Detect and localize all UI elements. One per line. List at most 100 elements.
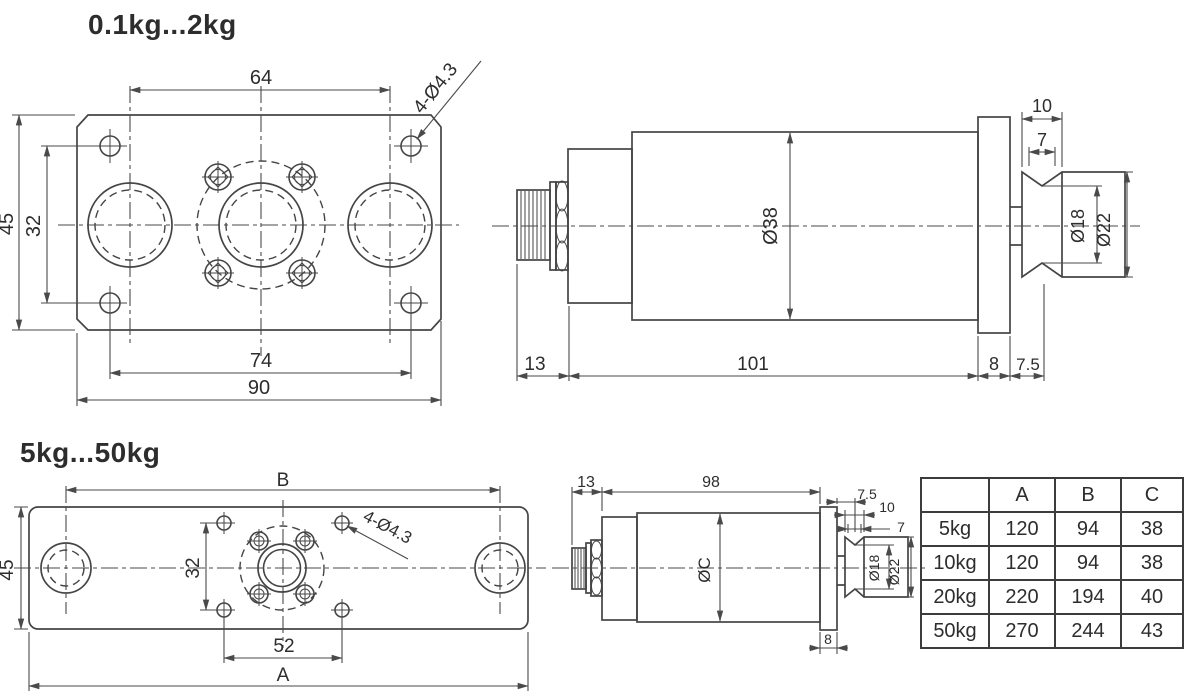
corner-holes xyxy=(93,129,428,320)
corner-holes xyxy=(213,512,353,621)
dim-32: 32 xyxy=(23,215,45,237)
dimension-lines xyxy=(20,489,528,687)
dim-90: 90 xyxy=(248,377,270,399)
value-A: 120 xyxy=(988,511,1056,547)
extension-lines xyxy=(12,114,442,406)
dimension-lines xyxy=(517,118,1128,377)
range-title-small: 0.1kg...2kg xyxy=(88,9,237,40)
value-B: 244 xyxy=(1054,613,1122,649)
left-hole-dashed xyxy=(47,549,85,587)
dimension-arrows xyxy=(516,115,1131,380)
table-row: 10kg 120 94 38 xyxy=(920,545,1184,581)
dim-45: 45 xyxy=(0,559,18,580)
center-hole xyxy=(218,182,304,268)
dim-hole-callout: 4-Ø4.3 xyxy=(360,507,415,548)
dimension-arrows xyxy=(15,60,482,404)
header-blank xyxy=(920,477,990,513)
header-C: C xyxy=(1120,477,1184,513)
dim-d22: Ø22 xyxy=(886,559,902,586)
dim-7: 7 xyxy=(897,519,905,535)
dim-d22: Ø22 xyxy=(1094,213,1114,247)
dimension-arrows xyxy=(17,486,529,690)
value-A: 270 xyxy=(988,613,1056,649)
table-header-row: A B C xyxy=(920,477,1184,513)
dim-52: 52 xyxy=(273,636,294,657)
dim-7p5: 7.5 xyxy=(857,486,877,502)
flange xyxy=(819,506,838,631)
dim-32: 32 xyxy=(183,557,204,578)
view2-front-plate: 5kg...50kg xyxy=(0,437,546,691)
hole-callout-leader xyxy=(346,525,409,560)
row-label: 10kg xyxy=(920,545,990,581)
header-B: B xyxy=(1054,477,1122,513)
dim-d18: Ø18 xyxy=(866,555,882,582)
dim-13: 13 xyxy=(524,354,545,375)
view1-side: 10 7 Ø38 Ø18 Ø22 13 101 8 7.5 xyxy=(492,96,1140,381)
right-hole-dashed xyxy=(354,189,426,261)
value-B: 194 xyxy=(1054,579,1122,615)
dimension-lines xyxy=(572,491,912,649)
centerlines xyxy=(58,86,459,356)
dim-7p5: 7.5 xyxy=(1016,355,1040,374)
dimension-lines xyxy=(18,89,441,401)
dim-10: 10 xyxy=(1032,96,1052,116)
table-row: 20kg 220 194 40 xyxy=(920,579,1184,615)
dim-74: 74 xyxy=(250,350,272,372)
dim-13: 13 xyxy=(577,474,595,491)
extension-lines xyxy=(571,487,914,654)
dim-A: A xyxy=(277,665,290,686)
dim-8: 8 xyxy=(824,631,832,647)
dim-45: 45 xyxy=(0,213,18,235)
value-C: 38 xyxy=(1120,545,1184,581)
value-C: 43 xyxy=(1120,613,1184,649)
dim-d38: Ø38 xyxy=(760,207,782,245)
center-bolts xyxy=(202,161,318,289)
dim-8: 8 xyxy=(989,354,999,374)
size-table: A B C 5kg 120 94 38 10kg 120 94 38 20kg … xyxy=(920,477,1184,649)
dim-hole-callout: 4-Ø4.3 xyxy=(409,59,462,117)
bolt-circle-dashed xyxy=(196,160,326,290)
row-label: 50kg xyxy=(920,613,990,649)
value-A: 120 xyxy=(988,545,1056,581)
dim-98: 98 xyxy=(702,474,720,491)
view2-side: 13 98 7.5 10 7 ØC Ø18 Ø22 8 xyxy=(552,474,926,654)
dimension-arrows xyxy=(571,488,915,652)
dim-7: 7 xyxy=(1037,130,1047,150)
flange xyxy=(977,116,1011,334)
left-hole-dashed xyxy=(94,189,166,261)
button-neck xyxy=(837,555,845,586)
bolt-circle-dashed xyxy=(239,525,325,611)
dim-dC: ØC xyxy=(695,557,714,583)
dim-d18: Ø18 xyxy=(1068,209,1088,243)
value-B: 94 xyxy=(1054,545,1122,581)
dim-10: 10 xyxy=(879,499,895,515)
view1-front-plate: 0.1kg...2kg xyxy=(0,9,482,406)
left-hole xyxy=(40,542,92,594)
row-label: 20kg xyxy=(920,579,990,615)
dim-64: 64 xyxy=(250,67,272,89)
dimension-table: A B C 5kg 120 94 38 10kg 120 94 38 20kg … xyxy=(920,477,1184,649)
plate-outline xyxy=(76,114,442,331)
center-hole-inner xyxy=(262,548,302,588)
button-neck xyxy=(1010,206,1022,246)
row-label: 5kg xyxy=(920,511,990,547)
center-hole-dashed xyxy=(225,189,297,261)
center-hole-outer xyxy=(257,543,307,593)
table-row: 5kg 120 94 38 xyxy=(920,511,1184,547)
table-row: 50kg 270 244 43 xyxy=(920,613,1184,649)
left-hole xyxy=(87,182,173,268)
value-A: 220 xyxy=(988,579,1056,615)
centerlines xyxy=(14,486,546,648)
value-C: 40 xyxy=(1120,579,1184,615)
right-hole xyxy=(474,542,526,594)
center-bolts xyxy=(247,529,317,606)
dim-101: 101 xyxy=(737,354,769,375)
dim-B: B xyxy=(277,470,290,491)
value-B: 94 xyxy=(1054,511,1122,547)
value-C: 38 xyxy=(1120,511,1184,547)
header-A: A xyxy=(988,477,1056,513)
extension-lines xyxy=(14,506,529,691)
range-title-large: 5kg...50kg xyxy=(20,437,160,468)
